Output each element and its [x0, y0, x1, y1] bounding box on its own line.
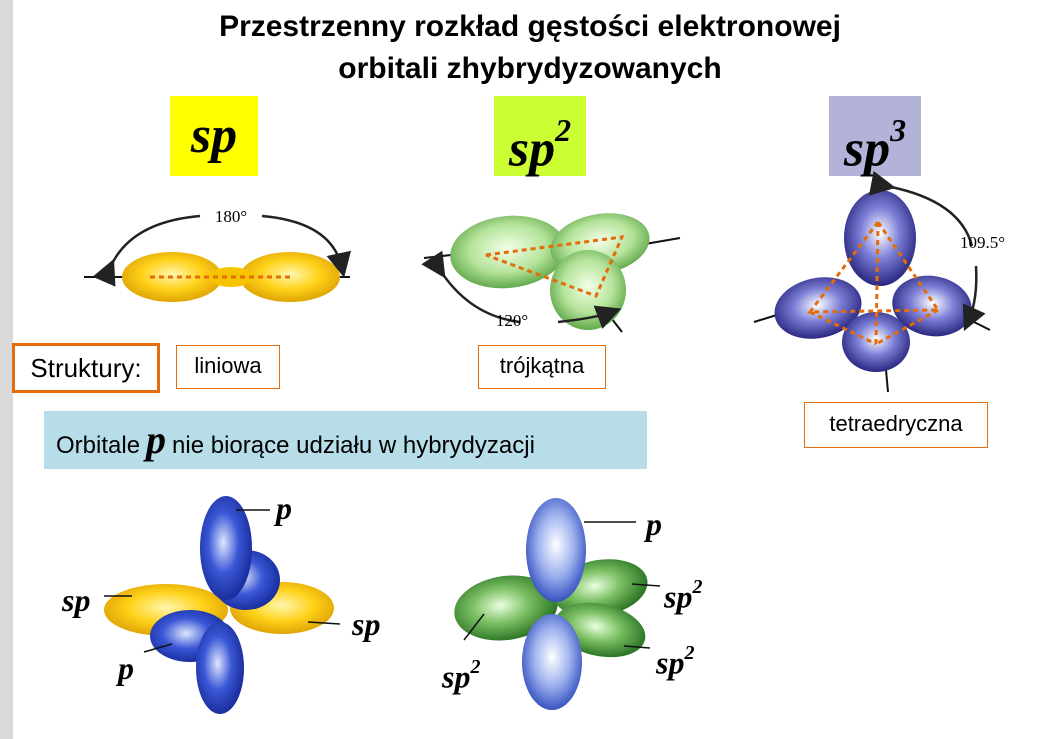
label-p-top-right: p: [646, 506, 662, 542]
p-note-before: Orbitale: [56, 432, 141, 459]
sp-with-p-orbitals: [104, 496, 341, 714]
label-sp2-left: sp2: [442, 656, 481, 695]
title-line-1: Przestrzenny rozkład gęstości elektronow…: [219, 10, 841, 43]
structure-linear: liniowa: [176, 345, 280, 389]
structure-trigonal: trójkątna: [478, 345, 606, 389]
structures-label: Struktury:: [12, 343, 160, 393]
label-sp2-right-bottom: sp2: [656, 642, 695, 681]
p-note-symbol: p: [146, 417, 167, 462]
title-line-2: orbitali zhybrydyzowanych: [338, 52, 722, 85]
label-sp3: sp3: [829, 96, 921, 177]
slide-title: Przestrzenny rozkład gęstości elektronow…: [120, 6, 940, 90]
sp3-tetrahedral-orbital: [753, 170, 991, 393]
angle-109: 109.5°: [960, 233, 1005, 252]
sp2-with-p-orbital: [454, 498, 661, 710]
slide-left-bar: [0, 0, 13, 739]
angle-180: 180°: [215, 207, 247, 226]
label-sp2: sp2: [494, 96, 586, 177]
label-p-bottom-left: p: [118, 650, 134, 686]
label-sp2-right-top: sp2: [664, 576, 703, 615]
sp-linear-orbital: [84, 214, 352, 302]
structure-tetrahedral: tetraedryczna: [804, 402, 988, 448]
label-sp: sp: [170, 96, 258, 176]
label-sp-right: sp: [352, 606, 381, 642]
label-p-top-left: p: [276, 490, 292, 526]
sp2-trigonal-orbital: [421, 213, 681, 333]
p-note-after: nie biorące udziału w hybrydyzacji: [172, 432, 535, 459]
label-sp-left: sp: [62, 582, 91, 618]
angle-120: 120°: [496, 311, 528, 330]
